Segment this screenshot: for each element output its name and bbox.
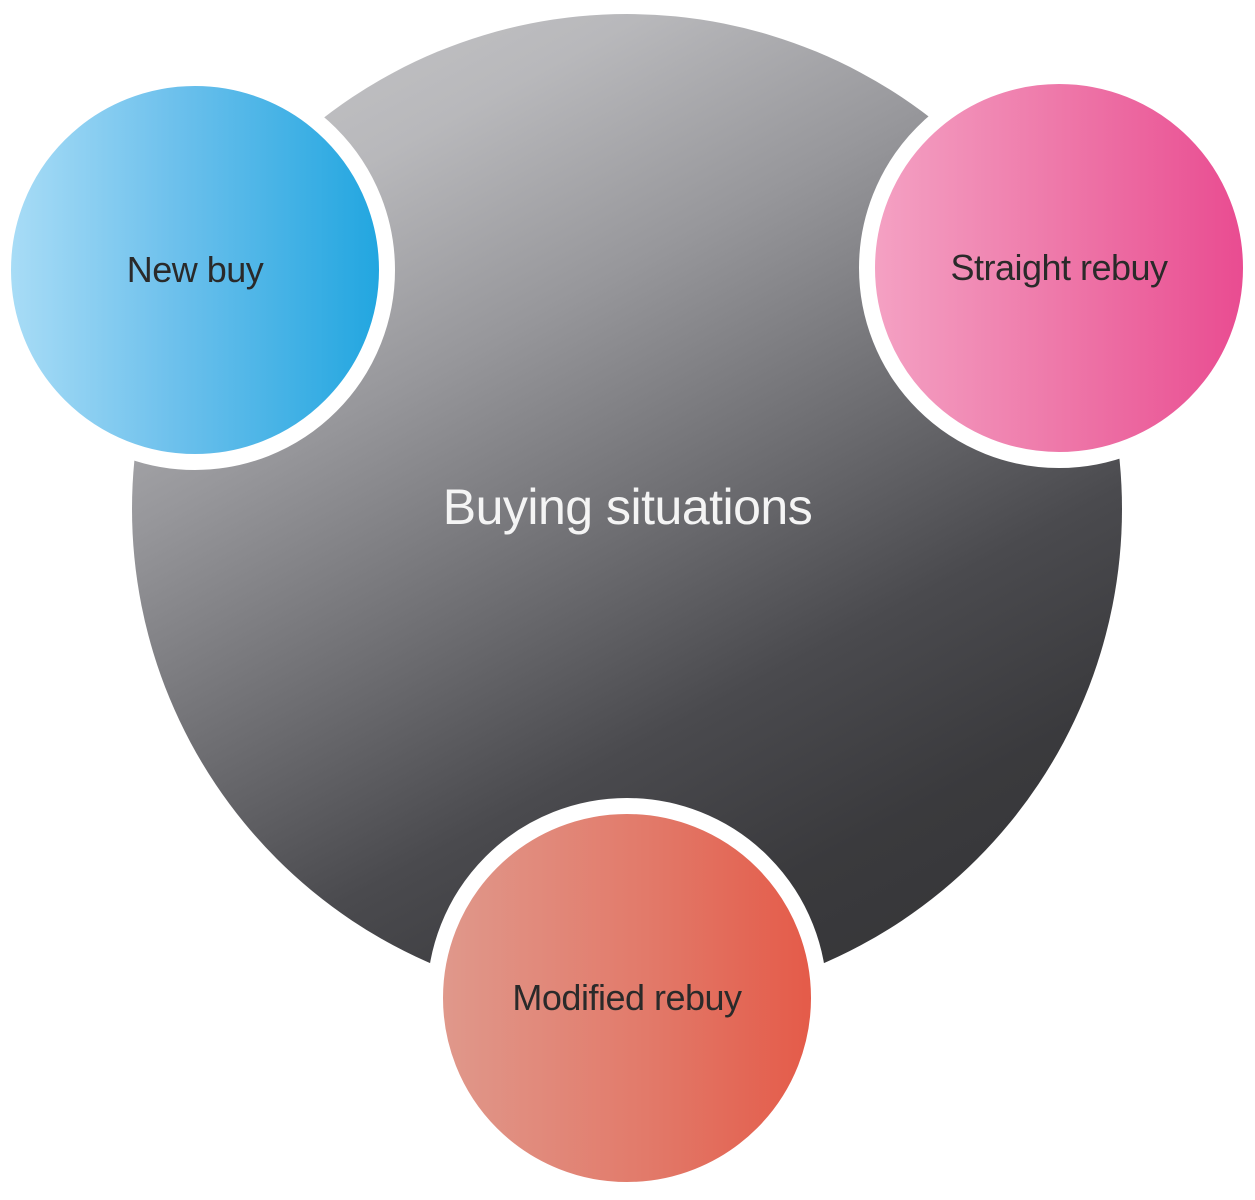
modified-rebuy-circle: Modified rebuy <box>427 798 827 1198</box>
new-buy-label: New buy <box>126 249 264 290</box>
center-label: Buying situations <box>442 479 813 535</box>
straight-rebuy-label: Straight rebuy <box>950 247 1168 288</box>
straight-rebuy-circle: Straight rebuy <box>859 68 1255 468</box>
new-buy-circle: New buy <box>0 70 395 470</box>
modified-rebuy-label: Modified rebuy <box>512 977 742 1018</box>
